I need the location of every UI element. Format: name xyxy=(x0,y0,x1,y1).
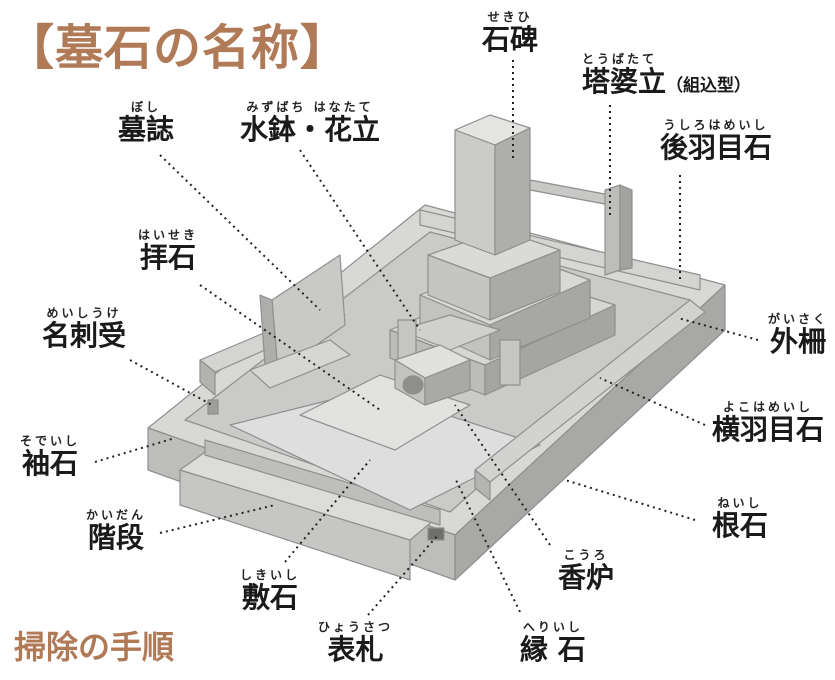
label-text: 拝石 xyxy=(140,241,197,274)
base-tier3-right xyxy=(489,249,561,321)
label-ruby: こうろ xyxy=(563,548,609,562)
label-toubatate: とうばたて 塔婆立（組込型） xyxy=(582,52,751,102)
toba-post-side xyxy=(619,184,633,271)
label-ruby: ぼし xyxy=(131,100,162,114)
label-gaisaku: がいさく 外柵 xyxy=(768,312,828,358)
label-text: 袖石 xyxy=(22,447,79,480)
label-text: 香炉 xyxy=(558,561,615,594)
left-wall-front xyxy=(199,359,216,396)
label-ruby: しきいし xyxy=(240,568,301,582)
label-hyousatsu: ひょうさつ 表札 xyxy=(318,620,393,666)
paving-stone xyxy=(229,389,541,511)
label-text: 階段 xyxy=(88,521,145,554)
label-ushirohameishi: うしろはめいし 後羽目石 xyxy=(660,118,772,164)
label-note: （組込型） xyxy=(666,76,752,96)
label-boshi: ぼし 墓誌 xyxy=(118,100,174,146)
label-shikiishi: しきいし 敷石 xyxy=(240,568,300,614)
nameplate xyxy=(427,527,445,541)
toba-post-front xyxy=(604,184,621,276)
label-ruby: とうばたて xyxy=(582,52,658,66)
label-text: 石碑 xyxy=(482,23,539,56)
epitaph-base xyxy=(249,339,351,389)
label-text: 塔婆立 xyxy=(582,65,667,98)
label-ruby: せきひ xyxy=(487,10,533,24)
label-kouro: こうろ 香炉 xyxy=(558,548,614,594)
label-ruby: ひょうさつ xyxy=(318,620,394,634)
label-ruby: そでいし xyxy=(20,434,81,448)
flower-stand-right xyxy=(499,339,521,386)
label-yokohameishi: よこはめいし 横羽目石 xyxy=(712,400,824,446)
monument-right xyxy=(494,127,531,256)
label-ruby: へりいし xyxy=(522,620,583,634)
label-text: 水鉢・花立 xyxy=(240,113,381,146)
diagram-title: 【墓石の名称】 xyxy=(6,20,350,76)
label-ruby: はいせき xyxy=(138,228,199,242)
label-mizubachi: みずばち はなたて 水鉢・花立 xyxy=(240,100,380,146)
label-text: 横羽目石 xyxy=(712,413,825,446)
label-text: 外柵 xyxy=(770,325,827,358)
label-ruby: かいだん xyxy=(86,508,147,522)
monument-front xyxy=(454,129,496,256)
label-ruby: がいさく xyxy=(768,312,829,326)
label-text: 表札 xyxy=(327,633,384,666)
label-text: 縁 石 xyxy=(520,633,586,666)
label-neishi: ねいし 根石 xyxy=(712,496,768,542)
outer-fence-front-right xyxy=(454,284,726,581)
card-holder xyxy=(207,399,219,415)
label-sodeishi: そでいし 袖石 xyxy=(20,434,80,480)
label-text: 後羽目石 xyxy=(660,131,773,164)
label-text: 墓誌 xyxy=(118,113,175,146)
label-ruby: めいしうけ xyxy=(46,306,122,320)
water-basin xyxy=(399,314,501,351)
label-ruby: ねいし xyxy=(717,496,763,510)
side-wall-right-face xyxy=(474,469,491,501)
label-herii: へりいし 縁 石 xyxy=(520,620,586,666)
incense-window xyxy=(402,375,424,395)
label-text: 敷石 xyxy=(242,581,299,614)
label-text: 根石 xyxy=(712,509,769,542)
label-text: 名刺受 xyxy=(42,319,127,352)
toba-rail xyxy=(529,179,611,206)
label-meishiuke: めいしうけ 名刺受 xyxy=(42,306,126,352)
label-haiseki: はいせき 拝石 xyxy=(138,228,198,274)
section-heading: 掃除の手順 xyxy=(14,628,175,666)
label-sekihi: せきひ 石碑 xyxy=(482,10,538,56)
label-ruby: よこはめいし xyxy=(723,400,814,414)
label-kaidan: かいだん 階段 xyxy=(86,508,146,554)
label-ruby: みずばち はなたて xyxy=(246,100,374,114)
incense-right xyxy=(424,359,471,406)
label-ruby: うしろはめいし xyxy=(663,118,769,132)
